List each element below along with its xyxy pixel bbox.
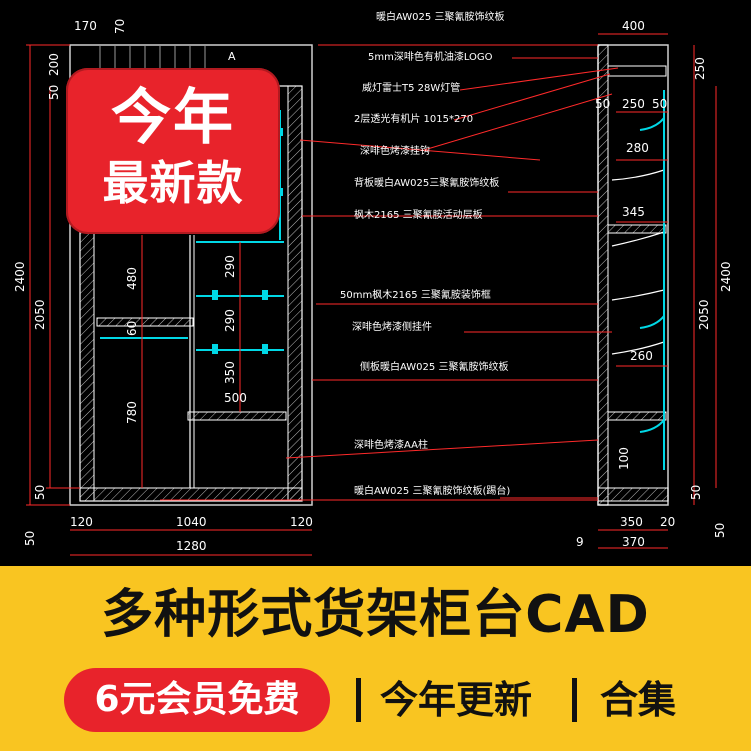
side-dim-w-250: 250	[622, 97, 645, 111]
annotation-7: 枫木2165 三聚氰胺活动层板	[354, 208, 483, 221]
dim-w-120a: 120	[70, 515, 93, 529]
dim-top-170: 170	[74, 19, 97, 33]
dim-bottom-50: 50	[33, 485, 47, 500]
side-dim-h-100: 100	[617, 447, 631, 470]
badge-line1: 今年	[111, 83, 235, 153]
dim-w-500: 500	[224, 391, 247, 405]
annotation-2: 5mm深啡色有机油漆LOGO	[368, 50, 493, 63]
new-style-badge: 今年 最新款	[66, 68, 280, 234]
side-dim-w-260: 260	[630, 349, 653, 363]
dim-w-1280: 1280	[176, 539, 207, 553]
dim-left-200: 200	[47, 53, 61, 76]
side-dim-w-345: 345	[622, 205, 645, 219]
side-dim-b-50a: 50	[689, 485, 703, 500]
side-dim-h-2400: 2400	[719, 261, 733, 292]
side-dim-w-280: 280	[626, 141, 649, 155]
dim-left-50: 50	[47, 85, 61, 100]
side-dim-w-400: 400	[622, 19, 645, 33]
collection-label: 合集	[600, 678, 677, 722]
dim-h-2400: 2400	[13, 261, 27, 292]
side-dim-w-370: 370	[622, 535, 645, 549]
badge-line2: 最新款	[102, 156, 244, 210]
side-dim-w-350: 350	[620, 515, 643, 529]
update-label: 今年更新	[380, 678, 533, 722]
separator-2	[572, 678, 577, 722]
dim-w-1040: 1040	[176, 515, 207, 529]
annotation-11: 深啡色烤漆AA柱	[354, 438, 428, 451]
annotation-10: 侧板暖白AW025 三聚氰胺饰纹板	[360, 360, 508, 373]
dim-h-290a: 290	[223, 255, 237, 278]
annotation-9: 深啡色烤漆侧挂件	[352, 320, 432, 333]
dim-top-70: 70	[113, 19, 127, 34]
member-free-pill: 6元会员免费	[64, 668, 330, 732]
dim-h-780: 780	[125, 401, 139, 424]
annotation-8: 50mm枫木2165 三聚氰胺装饰框	[340, 288, 491, 301]
annotation-5: 深啡色烤漆挂钩	[360, 144, 430, 157]
marker-a: A	[228, 50, 236, 63]
dim-w-120b: 120	[290, 515, 313, 529]
dim-h-480: 480	[125, 267, 139, 290]
leader-lines	[160, 44, 619, 501]
annotation-3: 威灯雷士T5 28W灯管	[362, 81, 460, 94]
annotation-1: 暖白AW025 三聚氰胺饰纹板	[376, 10, 504, 23]
annotation-12: 暖白AW025 三聚氰胺饰纹板(踢台)	[354, 484, 510, 497]
promo-banner: 多种形式货架柜台CAD 6元会员免费 今年更新 合集	[0, 566, 751, 751]
side-section	[597, 33, 717, 549]
side-dim-h-2050: 2050	[697, 299, 711, 330]
dim-h-2050: 2050	[33, 299, 47, 330]
side-dim-h-250: 250	[693, 57, 707, 80]
annotation-4: 2层透光有机片 1015*270	[354, 112, 473, 125]
dim-h-60: 60	[125, 321, 139, 336]
dim-h-350: 350	[223, 361, 237, 384]
annotation-6: 背板暖白AW025三聚氰胺饰纹板	[354, 176, 499, 189]
dim-h-290b: 290	[223, 309, 237, 332]
side-dim-w-50a: 50	[595, 97, 610, 111]
side-dim-b-50b: 50	[713, 523, 727, 538]
banner-title: 多种形式货架柜台CAD	[101, 585, 650, 645]
side-dim-w-20: 20	[660, 515, 675, 529]
separator-1	[356, 678, 361, 722]
dim-far-50: 50	[23, 531, 37, 546]
side-dim-w-50b: 50	[652, 97, 667, 111]
side-dim-w-9: 9	[576, 535, 584, 549]
